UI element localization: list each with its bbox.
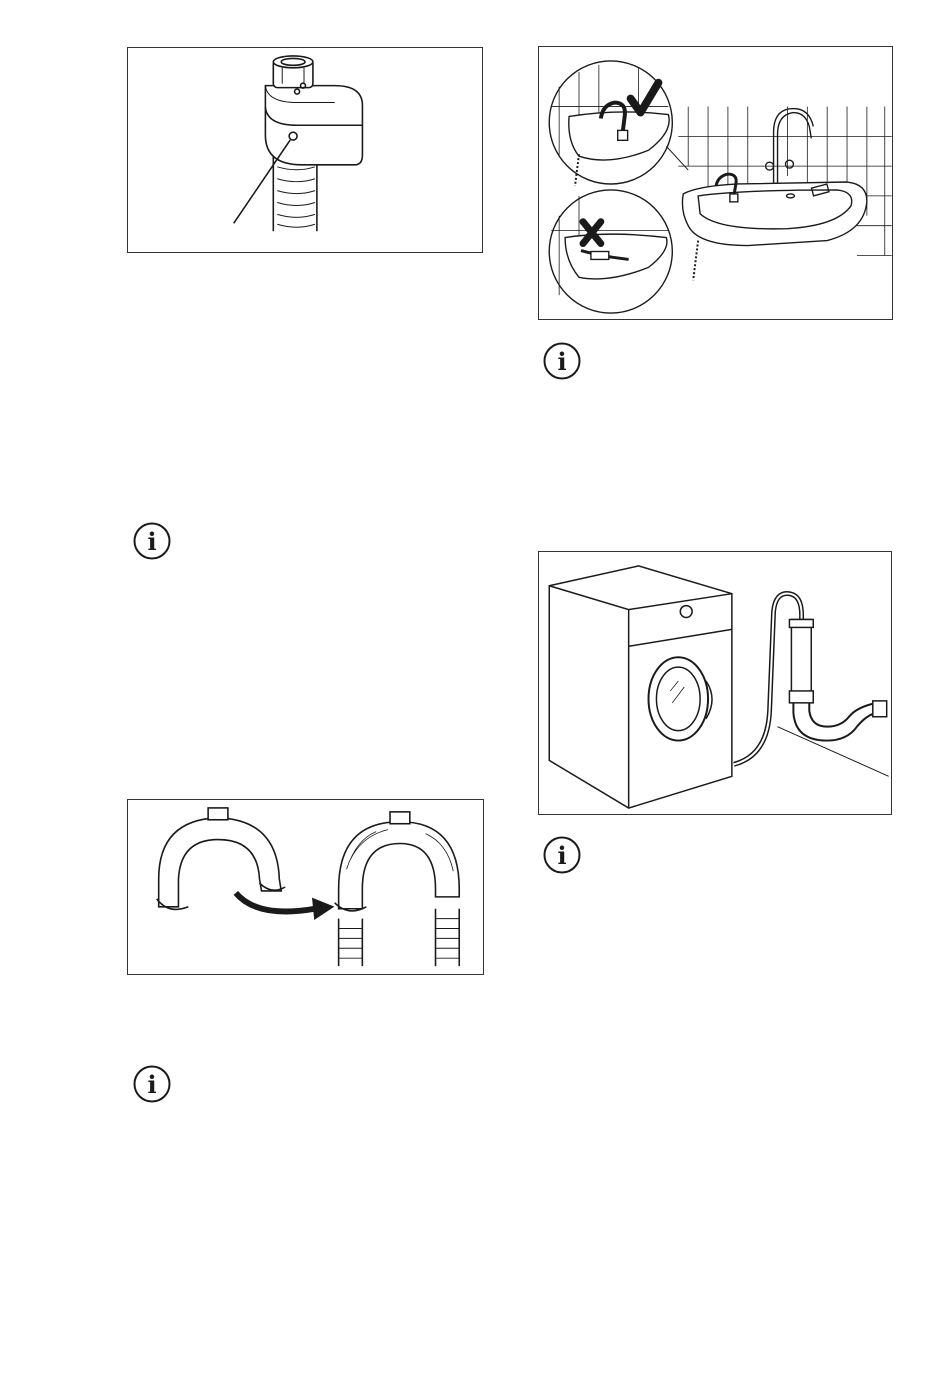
info-icon: i <box>542 341 582 381</box>
washing-machine-drain-illustration <box>539 552 891 814</box>
info-glyph: i <box>557 347 566 376</box>
hose-valve-figure <box>127 47 483 253</box>
info-glyph: i <box>147 527 156 556</box>
hose-guide-figure <box>127 799 484 975</box>
washing-machine-drain-figure <box>538 551 892 815</box>
hose-guide-illustration <box>128 800 483 974</box>
hose-on-sink-figure <box>538 46 893 320</box>
info-icon: i <box>132 1064 172 1104</box>
info-icon: i <box>542 835 582 875</box>
info-glyph: i <box>147 1070 156 1099</box>
hose-valve-illustration <box>128 48 482 252</box>
hose-on-sink-illustration <box>539 47 892 319</box>
info-icon: i <box>132 521 172 561</box>
info-glyph: i <box>557 841 566 870</box>
